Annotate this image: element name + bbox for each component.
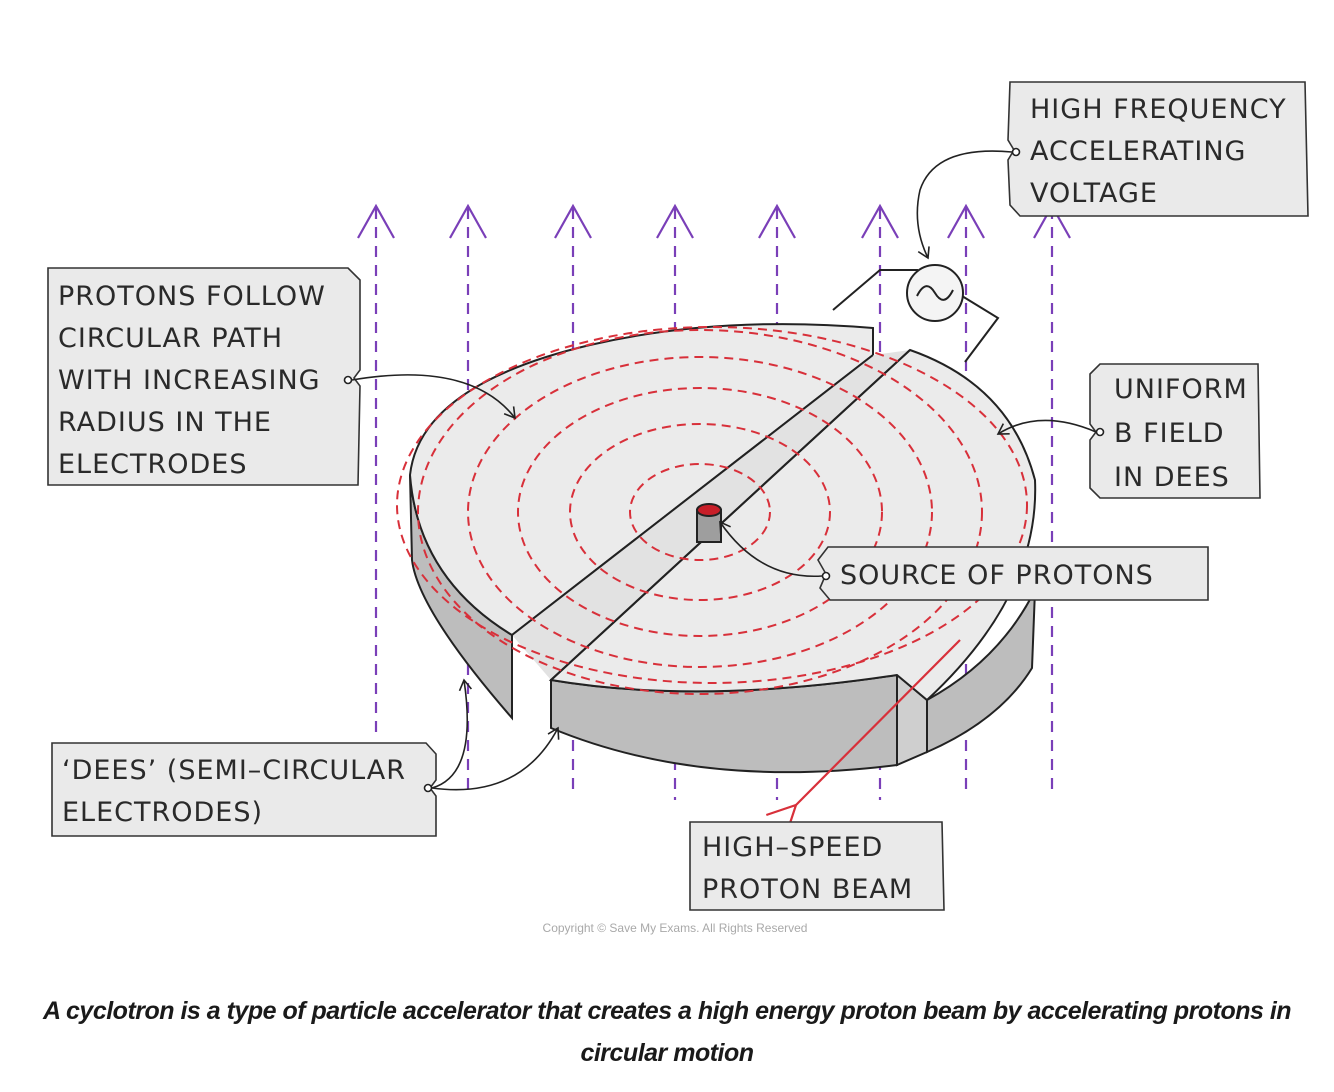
- dees-line-2: ELECTRODES): [62, 797, 263, 828]
- leader-hf-voltage: [916, 150, 1013, 260]
- source-line-1: SOURCE OF PROTONS: [840, 560, 1154, 591]
- field-arrowhead: [656, 203, 694, 239]
- proton-beam-arrow: [765, 639, 961, 836]
- dees-line-1: ‘DEES’ (SEMI–CIRCULAR: [62, 755, 406, 786]
- field-arrowhead: [758, 203, 796, 239]
- field-arrowhead: [357, 203, 395, 239]
- leader-source: [719, 520, 823, 578]
- b-field-line-1: UNIFORM: [1114, 374, 1248, 405]
- hf-voltage-line-1: HIGH FREQUENCY: [1030, 94, 1287, 125]
- protons-path-line-3: WITH INCREASING: [58, 365, 321, 396]
- protons-path-line-2: CIRCULAR PATH: [58, 323, 283, 354]
- label-source: SOURCE OF PROTONS: [817, 546, 1209, 601]
- proton-path: [396, 326, 1028, 695]
- hf-voltage-line-3: VOLTAGE: [1030, 178, 1158, 209]
- leader-dees-left: [431, 678, 473, 789]
- hf-voltage-line-2: ACCELERATING: [1030, 136, 1246, 167]
- label-b-field: UNIFORM B FIELD IN DEES: [1089, 363, 1261, 499]
- cyclotron-diagram: HIGH FREQUENCY ACCELERATING VOLTAGE PROT…: [47, 81, 1309, 935]
- field-arrowhead: [861, 203, 899, 239]
- right-dee-top: [548, 348, 1037, 702]
- field-arrowhead: [947, 203, 985, 239]
- b-field-line-3: IN DEES: [1114, 462, 1230, 493]
- label-protons-path: PROTONS FOLLOW CIRCULAR PATH WITH INCREA…: [47, 267, 361, 486]
- protons-path-line-5: ELECTRODES: [58, 449, 248, 480]
- source-top-icon: [696, 503, 722, 517]
- right-dee-side-far: [926, 589, 1036, 754]
- proton-source: [696, 503, 722, 543]
- ac-circuit: [832, 264, 1000, 363]
- left-dee-edge: [511, 354, 874, 636]
- leader-b-field: [996, 419, 1097, 435]
- right-dee-edge: [550, 349, 911, 681]
- copyright-notice: Copyright © Save My Exams. All Rights Re…: [543, 921, 808, 935]
- leader-dees-right: [431, 726, 560, 791]
- b-field-line-2: B FIELD: [1114, 418, 1225, 449]
- leader-protons-path: [351, 374, 516, 420]
- figure-caption: A cyclotron is a type of particle accele…: [42, 997, 1292, 1067]
- label-beam: HIGH–SPEED PROTON BEAM: [689, 821, 945, 911]
- beam-line-2: PROTON BEAM: [702, 874, 913, 905]
- protons-path-line-1: PROTONS FOLLOW: [58, 281, 326, 312]
- label-dees: ‘DEES’ (SEMI–CIRCULAR ELECTRODES): [51, 742, 437, 837]
- field-arrowhead: [449, 203, 487, 239]
- protons-path-line-4: RADIUS IN THE: [58, 407, 272, 438]
- beam-line-1: HIGH–SPEED: [702, 832, 883, 863]
- label-hf-voltage: HIGH FREQUENCY ACCELERATING VOLTAGE: [1007, 81, 1309, 217]
- leader-lines: [343, 147, 1105, 793]
- field-arrowhead: [554, 203, 592, 239]
- dee-side-walls: [409, 474, 1036, 774]
